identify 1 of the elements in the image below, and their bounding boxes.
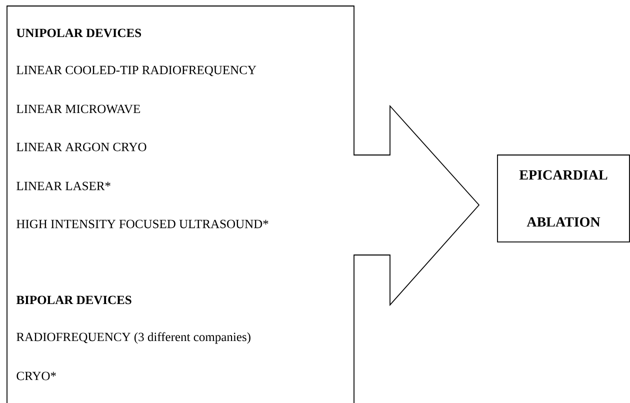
result-box: EPICARDIAL ABLATION (497, 154, 630, 242)
